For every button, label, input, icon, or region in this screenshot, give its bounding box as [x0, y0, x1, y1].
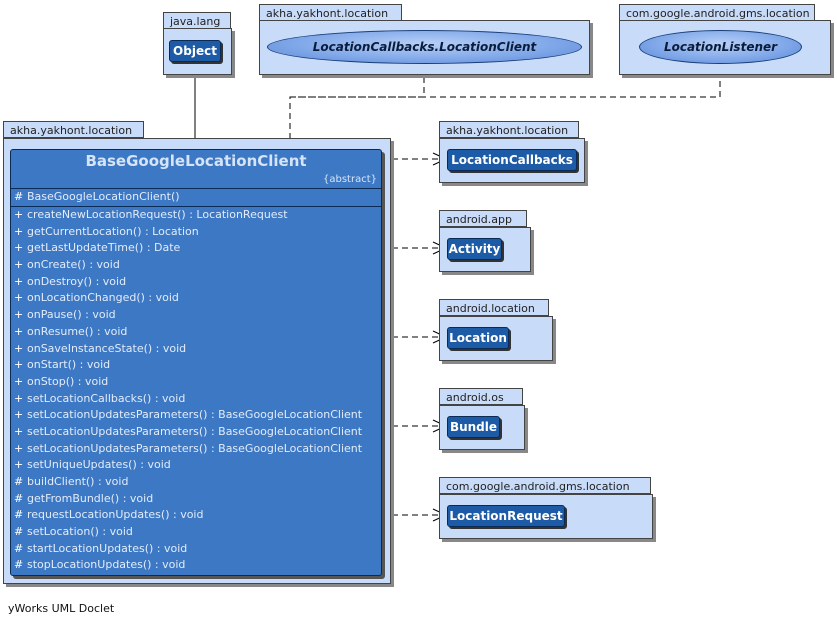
- public-visibility-icon: +: [14, 324, 24, 338]
- member-signature: buildClient() : void: [27, 475, 129, 488]
- package-tab: com.google.android.gms.location: [619, 4, 815, 21]
- class-location[interactable]: Location: [447, 327, 509, 349]
- class-object[interactable]: Object: [169, 40, 221, 62]
- member-signature: getCurrentLocation() : Location: [27, 224, 199, 238]
- public-visibility-icon: +: [14, 374, 24, 388]
- package-tab: java.lang: [163, 12, 231, 29]
- member-row: +setLocationUpdatesParameters() : BaseGo…: [14, 424, 378, 441]
- member-row: +setUniqueUpdates() : void: [14, 457, 378, 474]
- member-signature: setLocationUpdatesParameters() : BaseGoo…: [27, 424, 363, 438]
- package-tab: com.google.android.gms.location: [439, 477, 651, 494]
- member-row: +onPause() : void: [14, 307, 378, 324]
- member-signature: onSaveInstanceState() : void: [27, 341, 187, 355]
- public-visibility-icon: +: [14, 308, 24, 322]
- member-row: +setLocationUpdatesParameters() : BaseGo…: [14, 441, 378, 458]
- class-base-google-location-client[interactable]: BaseGoogleLocationClient {abstract} #Bas…: [10, 149, 382, 576]
- method-list: +createNewLocationRequest() : LocationRe…: [14, 207, 378, 574]
- public-visibility-icon: +: [14, 408, 24, 422]
- member-row: #buildClient() : void: [14, 474, 378, 491]
- public-visibility-icon: +: [14, 274, 24, 288]
- member-row: +createNewLocationRequest() : LocationRe…: [14, 207, 378, 224]
- interface-location-listener[interactable]: LocationListener: [639, 30, 802, 64]
- member-row: #stopLocationUpdates() : void: [14, 557, 378, 574]
- compartment-divider: [11, 188, 381, 189]
- class-activity[interactable]: Activity: [447, 238, 502, 260]
- member-row: #startLocationUpdates() : void: [14, 541, 378, 558]
- public-visibility-icon: +: [14, 258, 24, 272]
- member-row: +getLastUpdateTime() : Date: [14, 240, 378, 257]
- member-row: #BaseGoogleLocationClient(): [14, 189, 378, 206]
- member-row: #getFromBundle() : void: [14, 491, 378, 508]
- member-signature: onLocationChanged() : void: [27, 291, 179, 305]
- interface-location-client[interactable]: LocationCallbacks.LocationClient: [267, 30, 582, 64]
- member-row: +onResume() : void: [14, 324, 378, 341]
- member-signature: onCreate() : void: [27, 258, 120, 272]
- public-visibility-icon: +: [14, 458, 24, 472]
- class-location-callbacks[interactable]: LocationCallbacks: [447, 149, 577, 171]
- member-signature: onPause() : void: [27, 308, 116, 322]
- edge-implements-location-client: [289, 76, 425, 149]
- member-row: +setLocationUpdatesParameters() : BaseGo…: [14, 407, 378, 424]
- member-row: +setLocationCallbacks() : void: [14, 391, 378, 408]
- public-visibility-icon: +: [14, 224, 24, 238]
- member-signature: startLocationUpdates() : void: [27, 541, 188, 555]
- public-visibility-icon: +: [14, 391, 24, 405]
- public-visibility-icon: +: [14, 424, 24, 438]
- member-signature: setLocationCallbacks() : void: [27, 391, 186, 405]
- protected-visibility-icon: #: [14, 558, 24, 572]
- member-row: +onStop() : void: [14, 374, 378, 391]
- member-signature: createNewLocationRequest() : LocationReq…: [27, 208, 288, 221]
- package-tab: akha.yakhont.location: [439, 121, 579, 138]
- class-name: BaseGoogleLocationClient: [85, 152, 307, 170]
- package-tab: akha.yakhont.location: [259, 4, 402, 21]
- member-signature: getLastUpdateTime() : Date: [27, 241, 181, 255]
- member-row: #requestLocationUpdates() : void: [14, 507, 378, 524]
- member-row: +onCreate() : void: [14, 257, 378, 274]
- member-signature: setLocation() : void: [27, 525, 133, 539]
- public-visibility-icon: +: [14, 241, 24, 255]
- package-tab: android.location: [439, 299, 549, 316]
- protected-visibility-icon: #: [14, 541, 24, 555]
- footer-credit: yWorks UML Doclet: [8, 602, 115, 615]
- member-signature: stopLocationUpdates() : void: [27, 558, 186, 572]
- public-visibility-icon: +: [14, 441, 24, 455]
- member-signature: setLocationUpdatesParameters() : BaseGoo…: [27, 408, 363, 422]
- constructor-list: #BaseGoogleLocationClient(): [14, 189, 378, 206]
- public-visibility-icon: +: [14, 341, 24, 355]
- member-signature: requestLocationUpdates() : void: [27, 508, 204, 522]
- public-visibility-icon: +: [14, 208, 24, 221]
- member-signature: setLocationUpdatesParameters() : BaseGoo…: [27, 441, 363, 455]
- compartment-divider: [11, 206, 381, 207]
- protected-visibility-icon: #: [14, 491, 24, 505]
- package-tab: android.os: [439, 388, 523, 405]
- member-row: #setLocation() : void: [14, 524, 378, 541]
- member-row: +getCurrentLocation() : Location: [14, 224, 378, 241]
- protected-visibility-icon: #: [14, 508, 24, 522]
- protected-visibility-icon: #: [14, 475, 24, 488]
- package-tab: android.app: [439, 210, 527, 227]
- protected-visibility-icon: #: [14, 525, 24, 539]
- member-signature: setUniqueUpdates() : void: [27, 458, 171, 472]
- public-visibility-icon: +: [14, 291, 24, 305]
- member-row: +onLocationChanged() : void: [14, 290, 378, 307]
- member-signature: onDestroy() : void: [27, 274, 127, 288]
- package-tab: akha.yakhont.location: [3, 121, 144, 138]
- member-row: +onSaveInstanceState() : void: [14, 341, 378, 358]
- member-signature: getFromBundle() : void: [27, 491, 154, 505]
- class-stereotype: {abstract}: [323, 174, 377, 185]
- public-visibility-icon: +: [14, 358, 24, 372]
- member-signature: BaseGoogleLocationClient(): [27, 190, 180, 203]
- class-bundle[interactable]: Bundle: [447, 416, 500, 438]
- member-signature: onResume() : void: [27, 324, 128, 338]
- member-row: +onDestroy() : void: [14, 274, 378, 291]
- member-row: +onStart() : void: [14, 357, 378, 374]
- class-location-request[interactable]: LocationRequest: [447, 505, 565, 527]
- member-signature: onStart() : void: [27, 358, 111, 372]
- protected-visibility-icon: #: [14, 190, 24, 203]
- member-signature: onStop() : void: [27, 374, 109, 388]
- edge-implements-location-listener: [290, 76, 721, 98]
